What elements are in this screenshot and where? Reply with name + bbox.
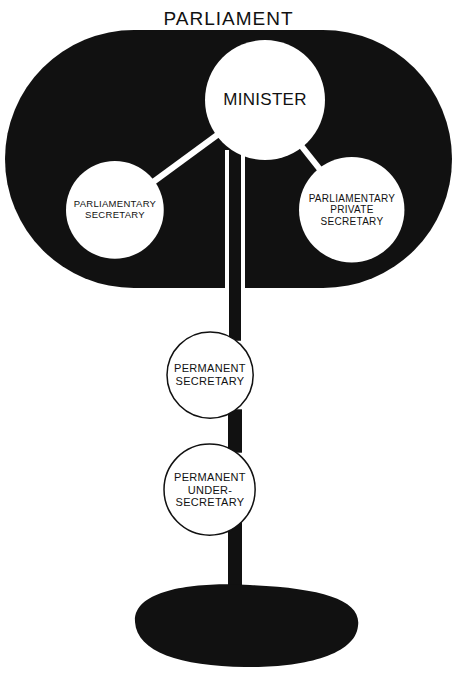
circle-fill	[205, 40, 325, 160]
circle-fill	[66, 161, 164, 259]
connector-stroke	[229, 150, 241, 341]
connector-stroke	[225, 150, 245, 341]
office-label: PARLIAMENTARY SECRETARY	[72, 199, 157, 221]
circle-fill	[299, 157, 404, 262]
office-label: PERMANENT UNDER- SECRETARY	[173, 471, 247, 509]
hierarchy-line	[235, 409, 236, 452]
office-circle: PARLIAMENTARY PRIVATE SECRETARY	[299, 157, 404, 262]
office-circle: PERMANENT UNDER- SECRETARY	[163, 443, 256, 536]
office-circle: PARLIAMENTARY SECRETARY	[66, 161, 164, 259]
circle-fill	[164, 444, 255, 535]
connector-stroke	[228, 409, 242, 452]
office-label: MINISTER	[220, 90, 310, 110]
band-title: PARLIAMENT	[163, 8, 293, 30]
band-fill	[5, 30, 452, 288]
department-blob	[135, 584, 358, 667]
office-label: PERMANENT SECRETARY	[173, 362, 247, 387]
office-label: PARLIAMENTARY PRIVATE SECRETARY	[307, 193, 396, 228]
office-circle: PERMANENT SECRETARY	[166, 331, 254, 419]
hierarchy-line	[235, 150, 236, 341]
office-circle: MINISTER	[205, 40, 325, 160]
circle-fill	[167, 332, 253, 418]
